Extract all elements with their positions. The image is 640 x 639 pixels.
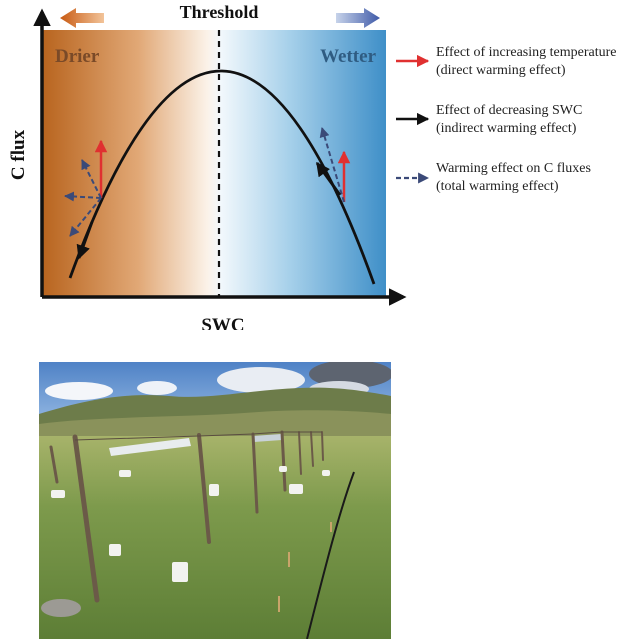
wetter-direction-arrow bbox=[336, 8, 380, 28]
survey-stakes bbox=[278, 522, 332, 612]
left-total-warming-arrow-down bbox=[69, 197, 102, 237]
legend-item-3-line-1: Warming effect on C fluxes bbox=[436, 161, 591, 176]
irrigation-cable bbox=[306, 471, 355, 639]
right-total-warming-arrow bbox=[319, 127, 345, 203]
x-axis-label: SWC bbox=[201, 315, 244, 330]
fence-wire bbox=[74, 431, 322, 441]
grassland bbox=[39, 436, 391, 639]
y-axis-label: C flux bbox=[8, 129, 29, 180]
rock bbox=[41, 599, 81, 617]
drier-direction-arrow bbox=[60, 8, 104, 28]
near-hill bbox=[39, 410, 391, 442]
right-indirect-warming-arrow bbox=[315, 161, 342, 196]
fence-posts bbox=[49, 430, 324, 603]
legend-item-1-line-1: Effect of increasing temperature bbox=[436, 45, 616, 60]
legend-item-1-line-2: (direct warming effect) bbox=[436, 63, 566, 78]
legend-item-2-line-1: Effect of decreasing SWC bbox=[436, 103, 582, 118]
left-total-warming-arrow-left bbox=[64, 191, 102, 202]
clouds bbox=[45, 362, 391, 400]
threshold-label: Threshold bbox=[180, 2, 259, 22]
conceptual-diagram: Threshold Drier Wetter C flux SWC Effect… bbox=[8, 2, 616, 330]
left-indirect-warming-arrow bbox=[76, 221, 94, 260]
drier-label: Drier bbox=[55, 46, 100, 67]
field-experiment-photo bbox=[39, 362, 391, 639]
legend: Effect of increasing temperature (direct… bbox=[396, 45, 616, 194]
greenhouse-roofs bbox=[109, 434, 282, 456]
left-total-warming-arrow-up bbox=[81, 159, 102, 199]
measurement-collars bbox=[51, 466, 330, 582]
legend-item-2-line-2: (indirect warming effect) bbox=[436, 121, 577, 136]
legend-item-3-line-2: (total warming effect) bbox=[436, 179, 559, 194]
wetter-label: Wetter bbox=[320, 46, 376, 67]
